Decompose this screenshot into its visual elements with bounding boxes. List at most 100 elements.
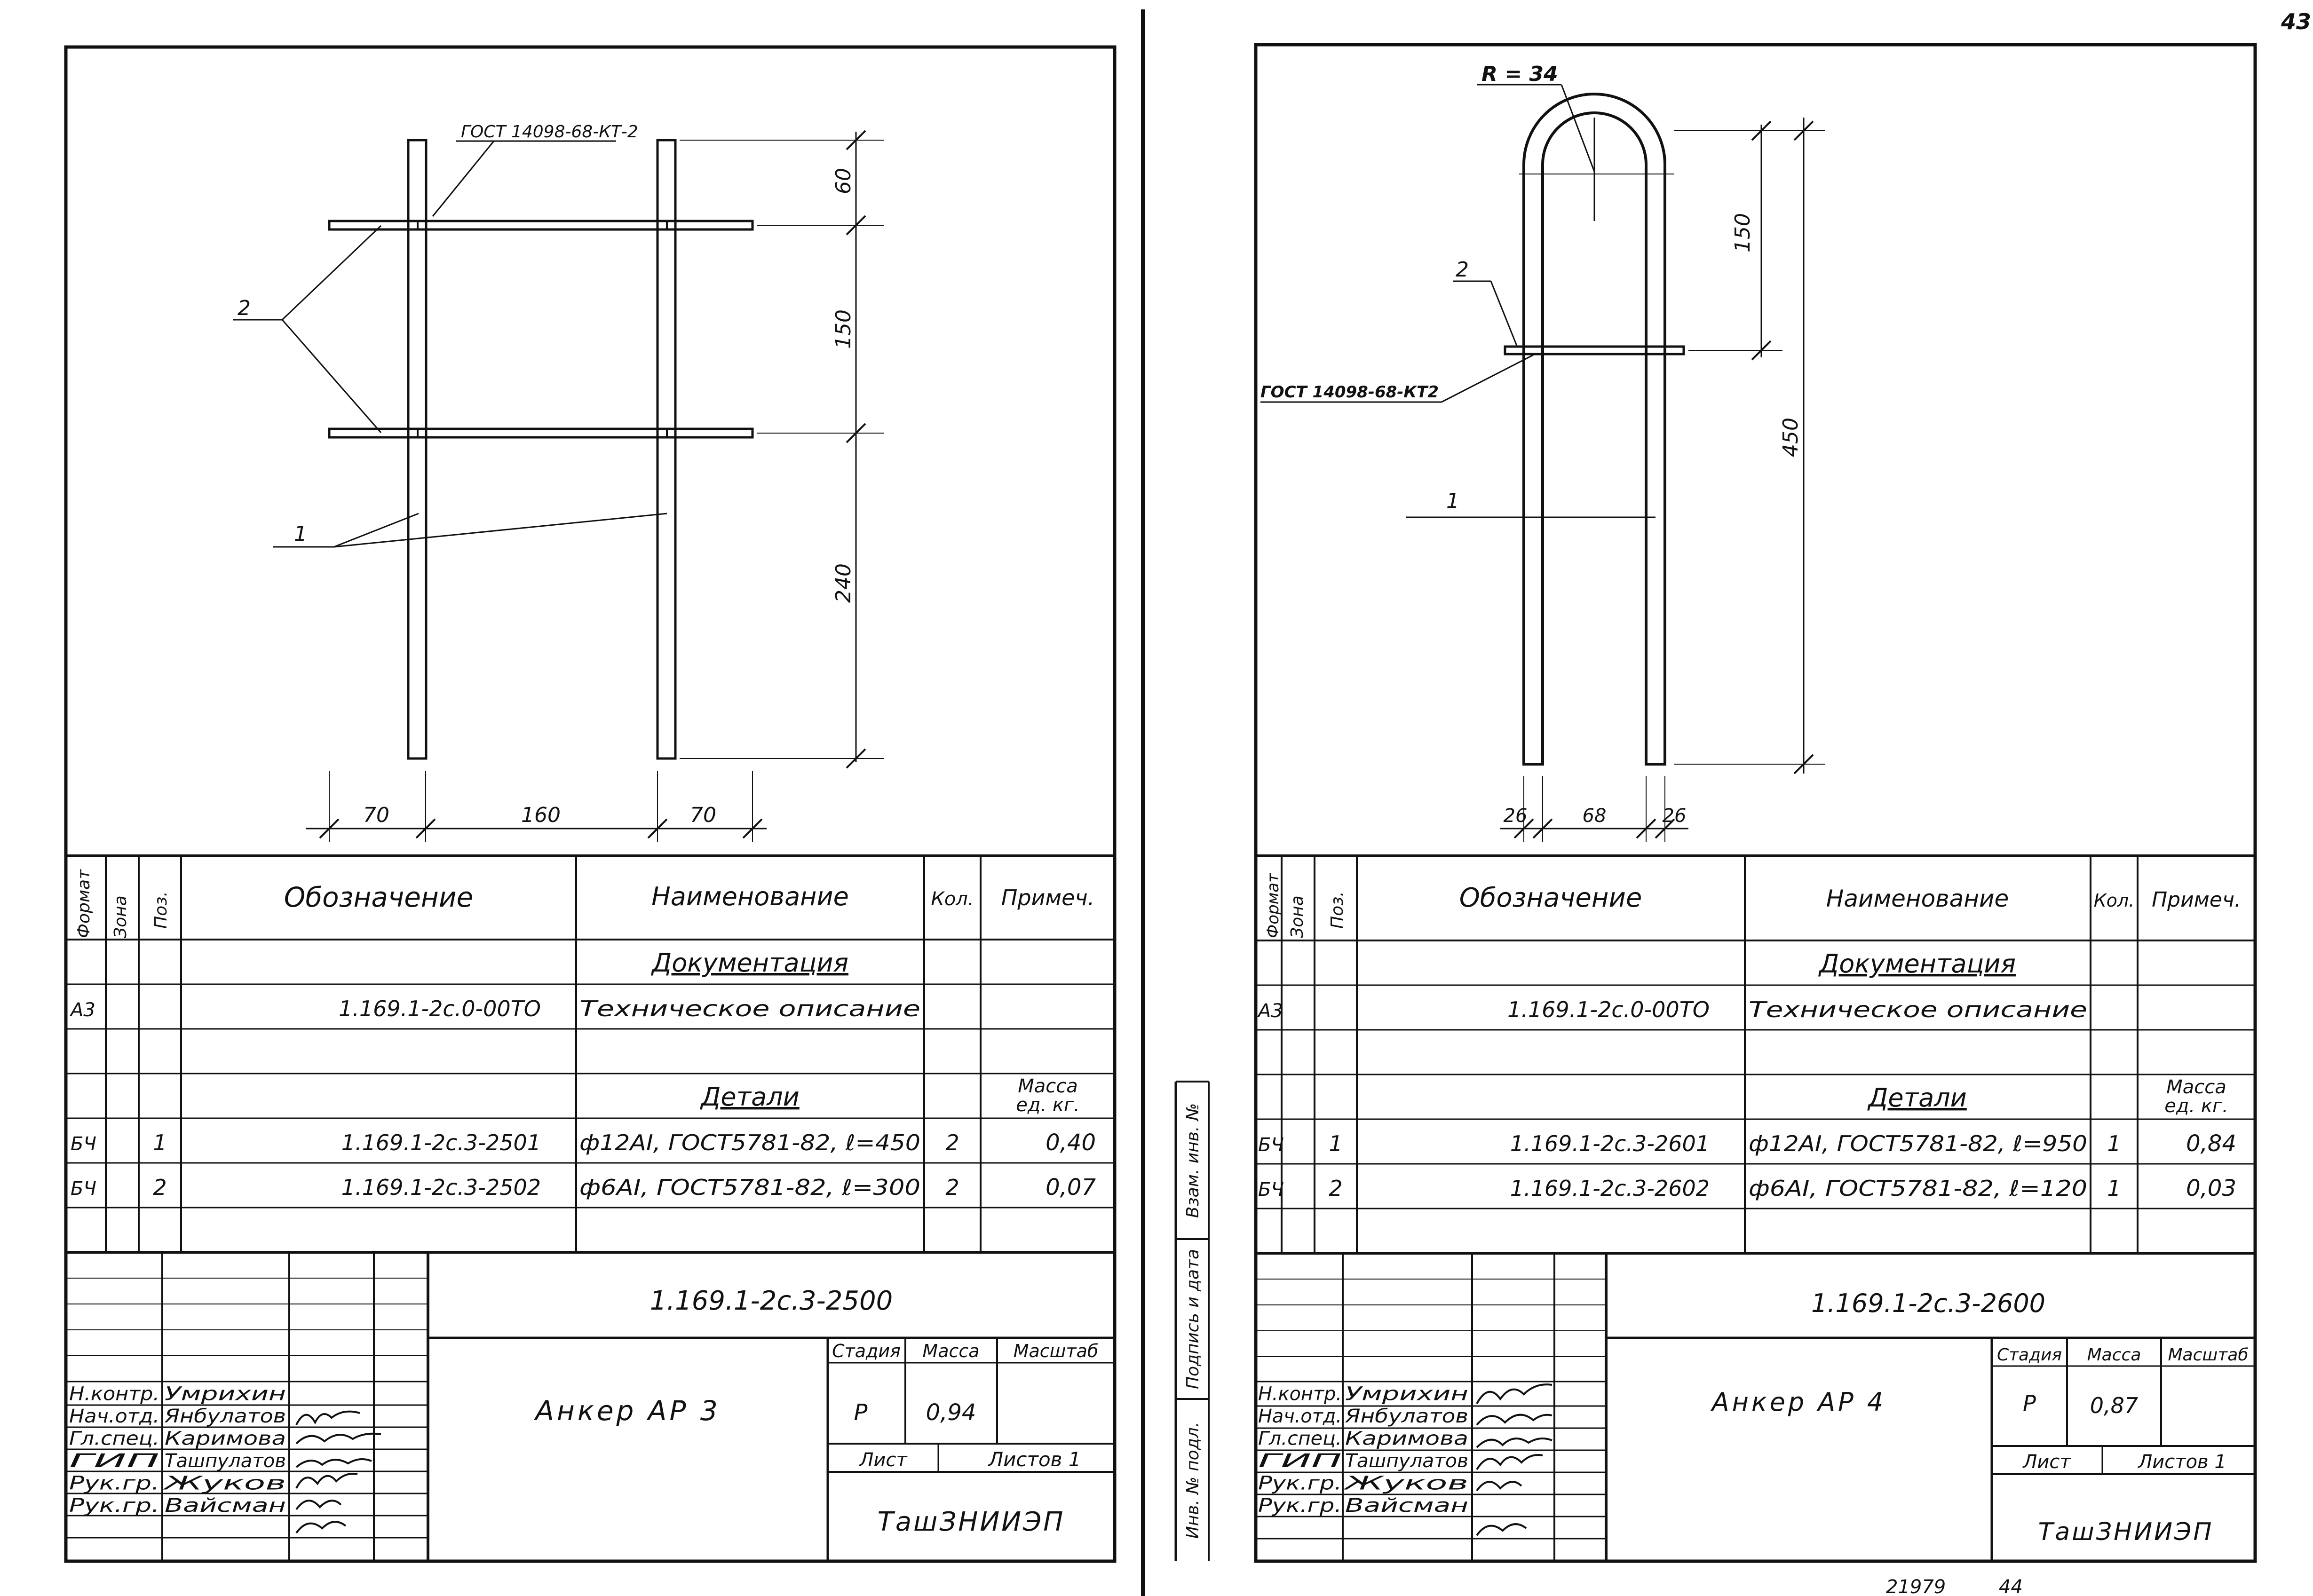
right-hairpin-rod [1522,93,1666,766]
left-mass-label: Масса [922,1341,979,1361]
left-col-pos: Поз. [151,891,171,929]
right-scale-label: Масштаб [2168,1345,2248,1365]
left-rod-1a [407,139,428,760]
left-title-block-grid [66,1252,1115,1561]
left-frame [64,45,1117,1563]
left-staff-list: Н.контр.УмрихинНач.отд.ЯнбулатовГл.спец.… [69,1383,286,1517]
spec-qty-cell: 2 [945,1130,959,1155]
right-col-zone: Зона [1288,895,1307,938]
left-dim-150: 150 [832,309,855,349]
left-stage-label: Стадия [832,1341,901,1361]
left-rod-1b [656,139,677,760]
staff-name: Умрихин [165,1383,286,1405]
staff-name: Каримова [1345,1428,1468,1450]
right-sheet: Взам. инв. № Подпись и дата Инв. № подл. [1174,43,2257,1563]
staff-role: Рук.гр. [1258,1473,1342,1494]
spec-designation-cell: 1.169.1-2с.3-2601 [1510,1131,1710,1156]
spec-designation-cell: 1.169.1-2с.0-00ТО [1507,997,1710,1022]
staff-role: ГИП [69,1450,159,1472]
left-product-name: Анкер АР 3 [533,1395,721,1427]
left-dim-70a: 70 [363,803,389,827]
side-stamp-inv: Инв. № подл. [1183,1422,1203,1539]
left-dim-160: 160 [521,803,561,827]
spec-designation-cell: 1.169.1-2с.3-2502 [341,1175,541,1200]
left-gost-label: ГОСТ 14098-68-КТ-2 [461,122,638,142]
right-mass-value: 0,87 [2090,1393,2138,1418]
right-stage-value: Р [2023,1391,2036,1416]
left-sheet-label: Лист [858,1449,908,1471]
spec-name-cell: ф12АI, ГОСТ5781-82, ℓ=950 [1749,1131,2087,1156]
right-col-name: Наименование [1826,885,2009,912]
right-col-designation: Обозначение [1459,883,1642,913]
right-gost-label: ГОСТ 14098-68-КТ2 [1260,383,1439,402]
spec-pos-cell: 1 [153,1130,166,1155]
page-number: 43 [2281,9,2311,34]
staff-name: Каримова [165,1428,286,1450]
right-doc-code: 1.169.1-2с.3-2600 [1811,1288,2045,1318]
right-title-block-grid [1256,1253,2255,1561]
spec-pos-cell: 1 [1329,1131,1342,1156]
left-pos1-leader-b [333,513,667,548]
spec-note-cell: 0,84 [2186,1130,2236,1157]
right-col-qty: Кол. [2094,890,2135,911]
staff-role: Рук.гр. [69,1473,159,1494]
right-col-pos: Поз. [1328,891,1347,929]
staff-role: Н.контр. [69,1383,159,1405]
spec-designation-cell: 1.169.1-2с.0-00ТО [339,996,541,1021]
staff-role: Гл.спец. [1258,1428,1342,1450]
left-dim-70b: 70 [690,803,716,827]
right-product-name: Анкер АР 4 [1711,1387,1886,1417]
left-col-name: Наименование [651,882,849,911]
spec-qty-cell: 1 [2107,1176,2121,1201]
left-col-format: Формат [74,869,94,938]
staff-name: Янбулатов [164,1406,286,1427]
staff-role: Н.контр. [1258,1383,1342,1405]
left-col-note: Примеч. [1001,885,1095,910]
spec-note-cell: 0,07 [1046,1174,1096,1201]
staff-name: Ташпулатов [1345,1450,1468,1472]
spec-name-cell: ф6АI, ГОСТ5781-82, ℓ=120 [1749,1176,2087,1201]
side-stamp-podpis: Подпись и дата [1183,1249,1203,1389]
spec-format-cell: БЧ [71,1178,96,1200]
right-gost-leader [1441,354,1534,403]
spec-designation-cell: 1.169.1-2с.3-2602 [1510,1176,1710,1201]
right-staff-list: Н.контр.УмрихинНач.отд.ЯнбулатовГл.спец.… [1258,1383,1468,1517]
spec-note-cell: 0,40 [1046,1130,1096,1156]
left-col-zone: Зона [111,895,130,938]
right-dim-68: 68 [1583,805,1607,827]
right-col-note: Примеч. [2152,888,2241,912]
spec-format-cell: А3 [1257,1000,1283,1022]
spec-pos-cell: 2 [1329,1176,1342,1201]
footer-sheet-number: 44 [1999,1576,2023,1596]
staff-name: Янбулатов [1345,1406,1468,1427]
left-bar-2a [328,220,754,231]
right-pos1-label: 1 [1446,489,1459,513]
right-dim-150: 150 [1731,213,1755,253]
staff-name: Жуков [1342,1473,1468,1494]
left-organization: ТашЗНИИЭП [878,1507,1065,1537]
left-sheet: ГОСТ 14098-68-КТ-2 2 1 60 150 240 70 160… [64,45,1117,1563]
spec-format-cell: БЧ [71,1133,96,1155]
staff-role: Рук.гр. [69,1495,159,1517]
right-drawing [1260,84,1825,842]
left-doc-code: 1.169.1-2с.3-2500 [650,1286,893,1316]
left-pos2-leader-a [281,225,382,321]
left-pos1-leader-a [333,513,419,548]
staff-role: Гл.спец. [69,1428,159,1450]
spec-note-cell: 0,03 [2186,1175,2236,1201]
spec-section-heading: Документация [1818,949,2016,979]
right-signatures [1476,1383,1553,1536]
left-col-designation: Обозначение [284,881,473,913]
right-dim-450: 450 [1779,418,1803,457]
spec-name-cell: ф6АI, ГОСТ5781-82, ℓ=300 [579,1175,920,1200]
right-pos2-leader [1490,281,1518,346]
right-col-format: Формат [1264,873,1283,938]
left-stage-value: Р [854,1399,868,1426]
right-pos2-label: 2 [1456,258,1469,282]
left-scale-label: Масштаб [1014,1341,1099,1361]
staff-role: Нач.отд. [1258,1406,1342,1427]
